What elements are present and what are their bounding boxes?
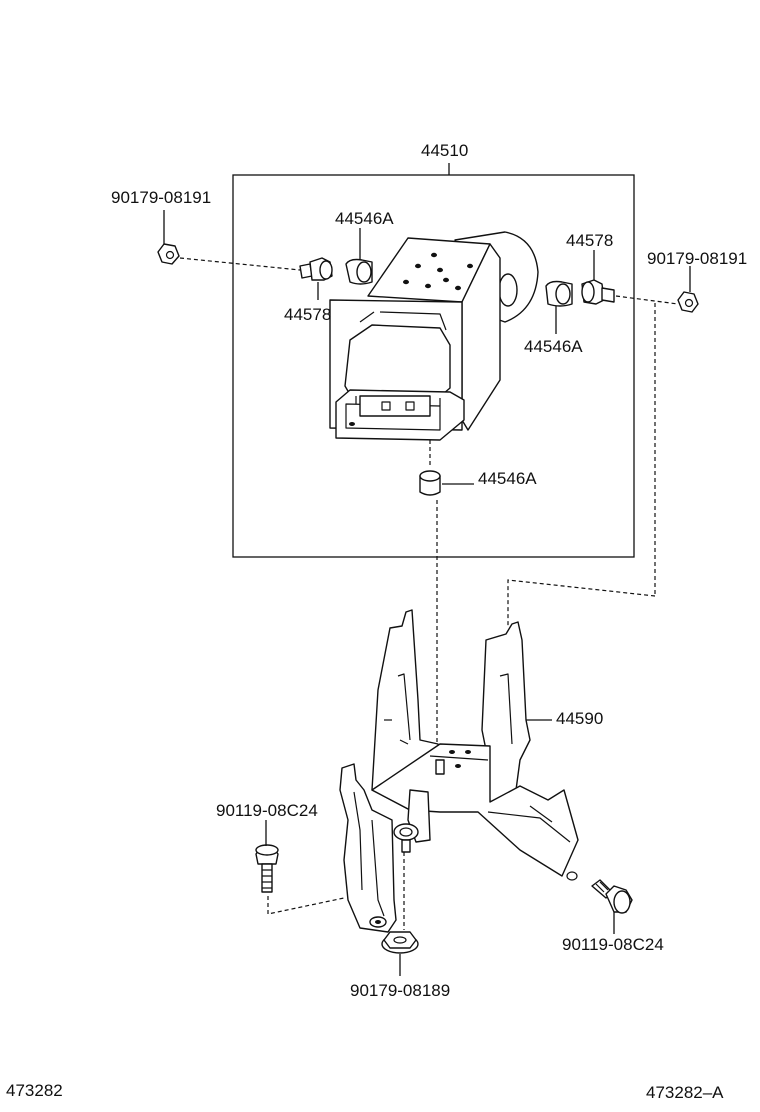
- nut-left: [157, 243, 180, 265]
- label-bolt-right: 44578: [566, 231, 613, 250]
- footer-left-code: 473282: [6, 1081, 63, 1100]
- label-bracket: 44590: [556, 709, 603, 728]
- label-nut-right: 90179-08191: [647, 249, 747, 268]
- nut-right: [677, 291, 699, 313]
- cushion-right: [545, 280, 573, 307]
- label-bolt-lower-left: 90119-08C24: [216, 801, 318, 820]
- abs-actuator: [329, 231, 539, 441]
- bolt-left: [299, 257, 333, 281]
- nut-bottom: [381, 931, 419, 954]
- bolt-right: [581, 279, 615, 305]
- bolt-lower-right: [591, 879, 633, 914]
- label-cushion-bottom: 44546A: [478, 469, 537, 488]
- assembly-frame: [232, 174, 635, 558]
- label-nut-bottom: 90179-08189: [350, 981, 450, 1000]
- label-44510: 44510: [421, 141, 468, 160]
- footer-right-code: 473282–A: [646, 1083, 724, 1102]
- label-nut-left: 90179-08191: [111, 188, 211, 207]
- bracket: [339, 609, 579, 933]
- bolt-lower-left: [255, 844, 279, 893]
- label-cushion-right: 44546A: [524, 337, 583, 356]
- cushion-top: [345, 258, 373, 285]
- label-bolt-lower-right: 90119-08C24: [562, 935, 664, 954]
- cushion-bottom: [419, 470, 441, 496]
- label-cushion-top: 44546A: [335, 209, 394, 228]
- label-bolt-left: 44578: [284, 305, 331, 324]
